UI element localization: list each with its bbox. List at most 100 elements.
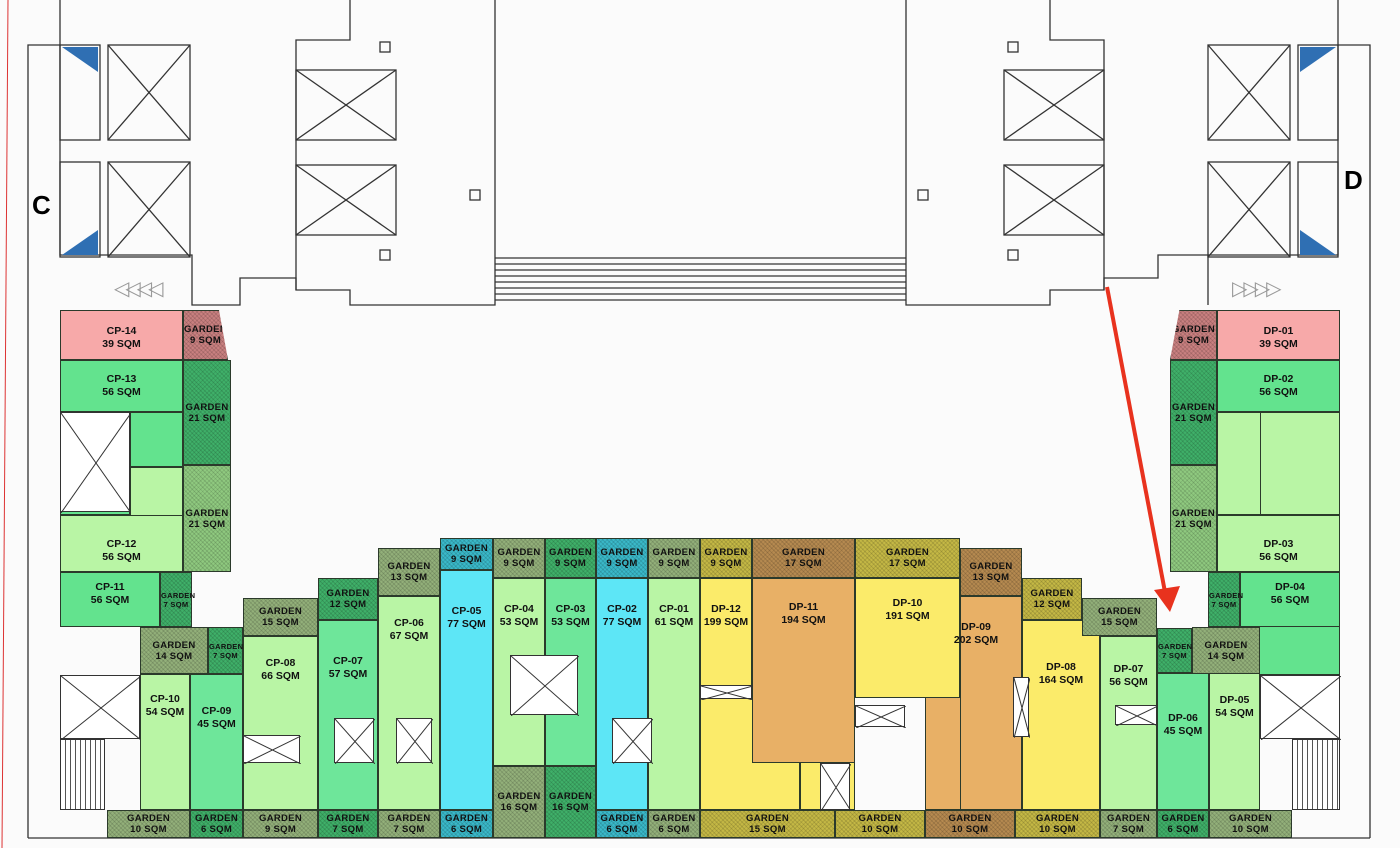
unit-area: 56 SQM bbox=[1259, 386, 1298, 398]
garden-area: 7 SQM bbox=[1162, 650, 1187, 660]
garden-area: 7 SQM bbox=[393, 824, 425, 835]
garden-area: 21 SQM bbox=[188, 412, 226, 424]
garden-area: 12 SQM bbox=[329, 599, 367, 610]
garden-label: GARDEN bbox=[1158, 641, 1193, 651]
elevator-shaft-icon bbox=[60, 675, 141, 740]
garden-label: GARDEN bbox=[127, 813, 170, 824]
garden-area: 10 SQM bbox=[1039, 824, 1076, 835]
garden-label: GARDEN bbox=[152, 639, 196, 651]
garden-label: GARDEN bbox=[886, 547, 929, 558]
garden-label: GARDEN bbox=[1036, 813, 1079, 824]
elevator-shaft-icon bbox=[1260, 675, 1341, 740]
unit-id: CP-14 bbox=[106, 325, 137, 337]
garden-area: 9 SQM bbox=[710, 558, 742, 569]
elevator-shaft-icon bbox=[612, 718, 653, 764]
garden-area: 21 SQM bbox=[188, 518, 226, 530]
garden-area: 9 SQM bbox=[189, 335, 222, 346]
garden-area: 9 SQM bbox=[554, 558, 587, 569]
unit-area: 56 SQM bbox=[1259, 551, 1298, 563]
unit-area: 56 SQM bbox=[102, 551, 141, 563]
unit-id: DP-09 bbox=[961, 621, 991, 633]
garden-label: GARDEN bbox=[1172, 401, 1215, 413]
garden-area: 6 SQM bbox=[606, 824, 638, 835]
unit-id: DP-12 bbox=[711, 603, 741, 615]
garden-area: 10 SQM bbox=[861, 824, 899, 835]
garden-area: 16 SQM bbox=[500, 802, 538, 813]
garden-area: 6 SQM bbox=[658, 824, 690, 835]
garden-label: GARDEN bbox=[326, 588, 370, 599]
unit-id: CP-05 bbox=[451, 605, 482, 617]
garden-area: 15 SQM bbox=[1101, 617, 1138, 628]
unit-area: 39 SQM bbox=[102, 338, 141, 350]
garden-area: 9 SQM bbox=[503, 558, 535, 569]
garden-label: GARDEN bbox=[1209, 590, 1244, 600]
garden-area: 6 SQM bbox=[200, 824, 233, 835]
unit-area: 67 SQM bbox=[389, 630, 429, 642]
garden-label: GARDEN bbox=[1098, 606, 1141, 617]
unit-area: 56 SQM bbox=[1109, 676, 1148, 688]
garden-label: GARDEN bbox=[948, 813, 992, 824]
staircase-icon bbox=[1292, 739, 1340, 810]
unit-area: 164 SQM bbox=[1038, 674, 1084, 686]
garden-label: GARDEN bbox=[1161, 813, 1205, 824]
unit-id: CP-06 bbox=[394, 617, 424, 629]
garden-area: 7 SQM bbox=[163, 599, 189, 609]
unit-room bbox=[130, 412, 183, 467]
garden-label: GARDEN bbox=[1172, 324, 1215, 335]
garden-area: 9 SQM bbox=[606, 558, 638, 569]
garden-label: GARDEN bbox=[185, 507, 229, 519]
unit-area: 57 SQM bbox=[328, 668, 368, 680]
elevator-shaft-icon bbox=[510, 655, 579, 716]
garden-label: GARDEN bbox=[387, 813, 431, 824]
elevator-shaft-icon bbox=[334, 718, 375, 764]
garden-label: GARDEN bbox=[1030, 588, 1074, 599]
unit-id: CP-03 bbox=[555, 603, 586, 615]
garden-area: 17 SQM bbox=[889, 558, 926, 569]
unit-id: CP-11 bbox=[95, 581, 125, 593]
unit-id: CP-02 bbox=[607, 603, 637, 615]
elevator-shaft-icon bbox=[1013, 677, 1030, 738]
unit-id: DP-02 bbox=[1263, 373, 1294, 385]
garden-label: GARDEN bbox=[782, 547, 825, 558]
garden-label: GARDEN bbox=[185, 401, 229, 413]
